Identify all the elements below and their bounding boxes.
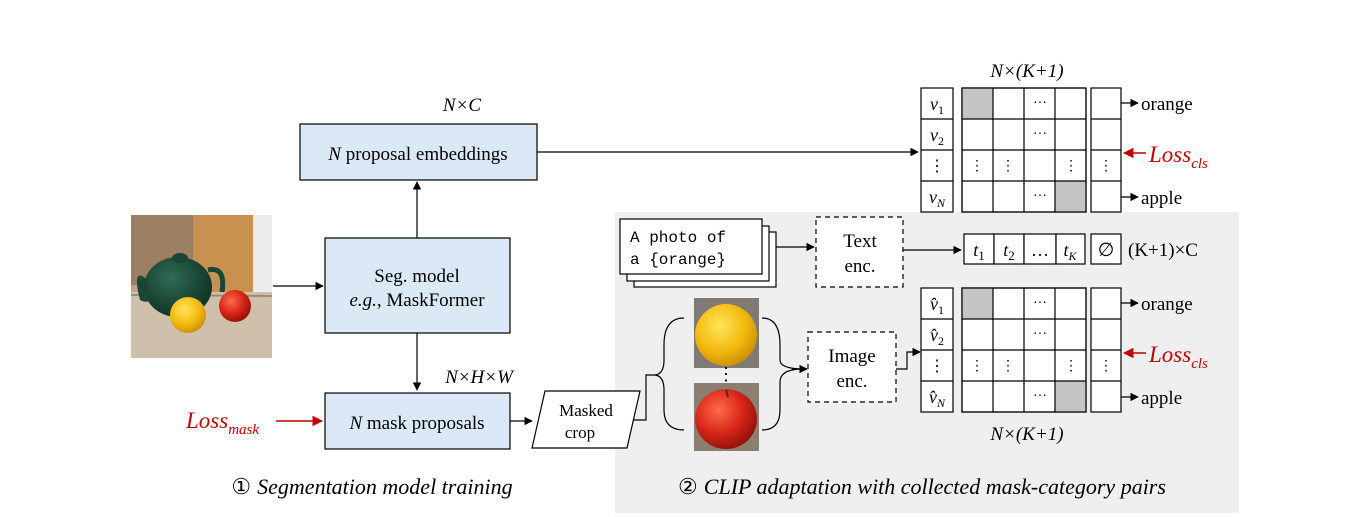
top-label-orange: orange (1141, 94, 1193, 115)
svg-text:···: ··· (1033, 127, 1047, 142)
text-enc-line1: Text (843, 231, 877, 252)
svg-text:N proposal embeddings: N proposal embeddings (327, 144, 507, 165)
left-brace (654, 317, 685, 431)
masked-crop-box (531, 390, 641, 449)
image-enc-line2: enc. (836, 371, 867, 392)
bottom-loss-cls: Losscls (1148, 342, 1208, 372)
cropped-apple-image (694, 383, 759, 451)
seg-model-name: , MaskFormer (377, 290, 485, 311)
svg-text:⋮: ⋮ (970, 159, 984, 174)
bottom-matrix (920, 287, 1122, 413)
cropped-orange-image (694, 298, 759, 368)
top-row-dots: ⋮ (929, 158, 945, 175)
top-label-apple: apple (1141, 188, 1182, 209)
prompt-card-stack (619, 218, 777, 288)
text-enc-line2: enc. (844, 256, 875, 277)
mask-n: N (348, 413, 363, 434)
text-token-row (963, 233, 1122, 265)
svg-text:···: ··· (1033, 296, 1047, 311)
token-ellipsis: … (1031, 240, 1049, 260)
embeddings-label: proposal embeddings (341, 144, 508, 165)
prompt-line1: A photo of (630, 229, 726, 247)
masked-crop-line1: Masked (559, 401, 613, 420)
bottom-label-orange: orange (1141, 294, 1193, 315)
embeddings-n: N (327, 144, 342, 165)
top-matrix-ellipses: ··· ··· ··· ⋮ ⋮ ⋮ ⋮ (970, 96, 1113, 204)
text-encoder-box (815, 216, 904, 288)
svg-text:···: ··· (1033, 189, 1047, 204)
svg-text:e.g., MaskFormer: e.g., MaskFormer (349, 290, 485, 311)
svg-text:···: ··· (1033, 96, 1047, 111)
embeddings-dim-label: N×C (442, 95, 481, 116)
token-empty: ∅ (1098, 240, 1115, 261)
svg-text:⋮: ⋮ (1099, 159, 1113, 174)
token-t1: t1 (973, 240, 985, 263)
svg-text:⋮: ⋮ (1099, 359, 1113, 374)
image-encoder-box (807, 331, 897, 403)
svg-text:···: ··· (1033, 389, 1047, 404)
svg-text:N mask proposals: N mask proposals (348, 413, 484, 434)
seg-model-eg: e.g. (349, 290, 376, 311)
input-image (130, 215, 273, 358)
svg-text:···: ··· (1033, 327, 1047, 342)
svg-text:⋮: ⋮ (1001, 359, 1015, 374)
top-matrix-dim-label: N×(K+1) (989, 61, 1063, 82)
image-enc-line1: Image (828, 346, 875, 367)
token-t2: t2 (1003, 240, 1015, 263)
svg-text:⋮: ⋮ (1064, 159, 1078, 174)
proposal-embeddings-box (299, 123, 538, 181)
svg-text:⋮: ⋮ (1064, 359, 1078, 374)
svg-text:⋮: ⋮ (1001, 159, 1015, 174)
seg-model-label: Seg. model (374, 266, 460, 287)
crop-connector (633, 374, 655, 421)
mask-dim-label: N×H×W (444, 367, 515, 388)
svg-text:⋮: ⋮ (970, 359, 984, 374)
loss-mask-label: Lossmask (185, 408, 259, 438)
crop-dots: ⋮ (717, 364, 735, 384)
mask-proposals-box (324, 392, 511, 450)
text-dim-label: (K+1)×C (1128, 240, 1198, 261)
top-matrix (920, 87, 1122, 213)
bottom-label-apple: apple (1141, 388, 1182, 409)
bottom-matrix-dim-label: N×(K+1) (989, 424, 1063, 445)
masked-crop-line2: crop (565, 423, 595, 442)
prompt-line2: a {orange} (630, 251, 726, 269)
top-loss-cls: Losscls (1148, 142, 1208, 172)
mask-label: mask proposals (362, 413, 484, 434)
bottom-matrix-ellipses: ··· ··· ··· ⋮ ⋮ ⋮ ⋮ (970, 296, 1113, 404)
arrow-image-enc-to-matrix (896, 347, 921, 370)
bottom-row-dots: ⋮ (929, 358, 945, 375)
